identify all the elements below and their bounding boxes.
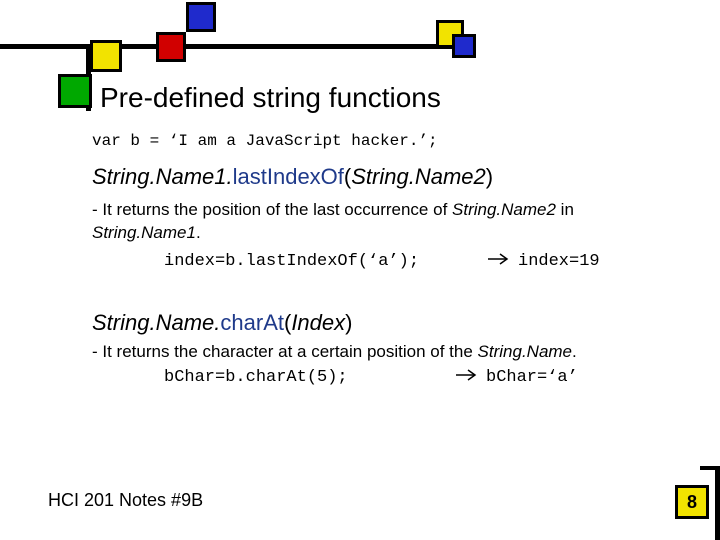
desc-mid: in xyxy=(555,200,574,219)
function-signature-charat: String.Name.charAt(Index) xyxy=(92,310,352,336)
desc-ref: String.Name xyxy=(477,342,573,361)
footer-notes: HCI 201 Notes #9B xyxy=(48,490,204,510)
bottom-right-rule xyxy=(700,466,720,470)
blue-square-right-decor xyxy=(452,34,476,58)
result-text: bChar=‘a’ xyxy=(486,368,578,387)
result-text: index=19 xyxy=(518,252,600,271)
method-name: charAt xyxy=(220,310,284,335)
argument-name: String.Name2 xyxy=(351,164,486,189)
red-square-decor xyxy=(156,32,186,62)
code-declaration: var b = ‘I am a JavaScript hacker.’; xyxy=(92,132,438,150)
desc-text: - It returns the position of the last oc… xyxy=(92,200,453,219)
result-charat: bChar=‘a’ xyxy=(456,368,578,387)
arrow-right-icon xyxy=(456,368,480,387)
green-square-decor xyxy=(58,74,92,108)
method-name: lastIndexOf xyxy=(232,164,344,189)
open-paren: ( xyxy=(283,310,292,335)
page-number: 8 xyxy=(686,492,697,512)
slide-title: Pre-defined string functions xyxy=(100,82,441,113)
page-number-badge: 8 xyxy=(675,485,709,519)
desc-ref: String.Name2 xyxy=(452,200,556,219)
function-description-lastindexof-line2: String.Name1. xyxy=(92,223,201,243)
arrow-right-icon xyxy=(488,252,512,271)
result-lastindexof: index=19 xyxy=(488,252,600,271)
function-description-charat: - It returns the character at a certain … xyxy=(92,342,577,362)
yellow-square-decor xyxy=(90,40,122,72)
top-rule xyxy=(0,44,470,49)
object-name: String.Name. xyxy=(92,310,221,335)
function-description-lastindexof: - It returns the position of the last oc… xyxy=(92,200,574,220)
desc-end: . xyxy=(572,342,577,361)
desc-text: - It returns the character at a certain … xyxy=(92,342,478,361)
example-lastindexof: index=b.lastIndexOf(‘a’); xyxy=(164,252,420,271)
object-name: String.Name1. xyxy=(92,164,233,189)
right-rule xyxy=(715,470,720,540)
blue-square-decor xyxy=(186,2,216,32)
desc-ref2: String.Name1 xyxy=(92,223,196,242)
argument-name: Index xyxy=(291,310,346,335)
close-paren: ) xyxy=(485,164,494,189)
close-paren: ) xyxy=(345,310,353,335)
desc-end: . xyxy=(195,223,201,242)
function-signature-lastindexof: String.Name1.lastIndexOf(String.Name2) xyxy=(92,164,493,190)
open-paren: ( xyxy=(343,164,352,189)
example-charat: bChar=b.charAt(5); xyxy=(164,368,348,387)
